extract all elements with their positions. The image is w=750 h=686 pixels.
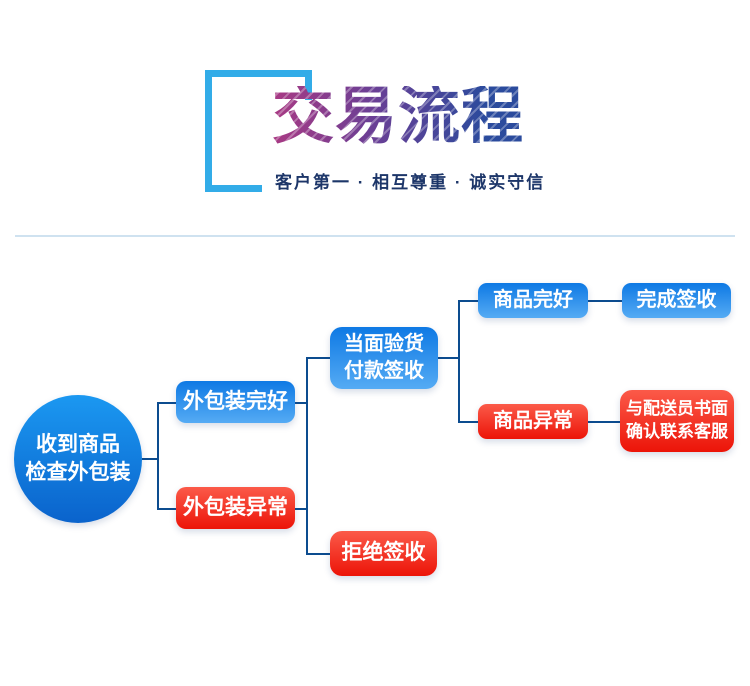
- bracket-decoration-stub: [305, 70, 312, 100]
- connector-line: [295, 508, 307, 510]
- node-refuse-sign: 拒绝签收: [330, 531, 437, 576]
- node-label-line: 当面验货: [344, 333, 424, 355]
- connector-line: [295, 402, 307, 404]
- node-packaging-intact: 外包装完好: [176, 381, 295, 423]
- bracket-decoration-left: [205, 70, 212, 192]
- connector-line: [157, 508, 177, 510]
- node-label-line: 与配送员书面: [626, 399, 728, 419]
- node-label-line: 收到商品: [36, 432, 120, 456]
- connector-line: [306, 553, 331, 555]
- connector-line: [458, 421, 479, 423]
- node-label: 商品异常: [493, 410, 573, 432]
- page-subtitle: 客户第一 · 相互尊重 · 诚实守信: [275, 173, 546, 192]
- node-receive-check-packaging: 收到商品 检查外包装: [14, 395, 142, 523]
- connector-line: [157, 402, 159, 510]
- node-label-line: 确认联系客服: [626, 422, 728, 441]
- node-label: 拒绝签收: [341, 541, 426, 565]
- node-sign-complete: 完成签收: [622, 283, 731, 318]
- connector-line: [588, 421, 621, 423]
- node-label: 完成签收: [636, 289, 717, 311]
- node-label: 外包装异常: [183, 495, 288, 519]
- connector-line: [157, 402, 177, 404]
- connector-line: [438, 357, 459, 359]
- node-label-line: 付款签收: [344, 360, 424, 382]
- node-label-line: 检查外包装: [25, 461, 131, 484]
- node-courier-written-confirm: 与配送员书面 确认联系客服: [620, 390, 734, 452]
- node-label: 商品完好: [493, 289, 573, 311]
- node-packaging-abnormal: 外包装异常: [176, 487, 295, 529]
- connector-line: [142, 458, 158, 460]
- connector-line: [306, 357, 331, 359]
- connector-line: [458, 300, 479, 302]
- node-goods-intact: 商品完好: [478, 283, 588, 318]
- node-inspect-pay-sign: 当面验货 付款签收: [330, 327, 438, 389]
- section-divider: [15, 235, 735, 237]
- connector-line: [588, 300, 623, 302]
- bracket-decoration-top: [205, 70, 312, 77]
- node-label: 外包装完好: [183, 389, 288, 413]
- page-title: 交易流程: [272, 82, 525, 151]
- bracket-decoration-bottom: [205, 185, 262, 192]
- node-goods-abnormal: 商品异常: [478, 404, 588, 439]
- connector-line: [306, 357, 308, 555]
- connector-line: [458, 300, 460, 423]
